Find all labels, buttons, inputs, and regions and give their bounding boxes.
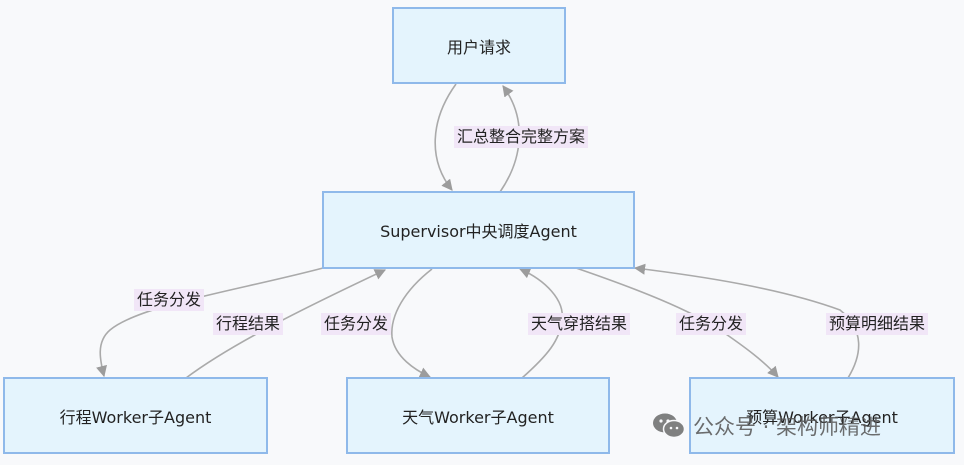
node-itinerary-worker: 行程Worker子Agent [3, 377, 268, 454]
edge-label-dispatch-budget: 任务分发 [676, 313, 747, 335]
edge-label-budget-result: 预算明细结果 [826, 313, 929, 335]
node-weather-worker: 天气Worker子Agent [346, 377, 610, 454]
edge-label-itinerary-result: 行程结果 [213, 313, 284, 335]
node-budget-worker: 预算Worker子Agent [689, 377, 955, 454]
edge-user-to-supervisor [434, 83, 457, 191]
wechat-icon [653, 413, 686, 439]
watermark: 公众号 · 架构师精进 [652, 411, 881, 441]
edge-label-dispatch-itinerary: 任务分发 [134, 289, 205, 311]
edge-label-weather-result: 天气穿搭结果 [528, 313, 631, 335]
node-user-request: 用户请求 [392, 7, 566, 84]
edge-label-summarize: 汇总整合完整方案 [454, 126, 589, 148]
edge-supervisor-to-weather [391, 268, 433, 378]
edge-budget-to-supervisor [633, 263, 860, 379]
edge-supervisor-to-itinerary [96, 267, 324, 378]
node-supervisor: Supervisor中央调度Agent [322, 191, 635, 269]
watermark-text: 公众号 · 架构师精进 [693, 415, 882, 439]
edge-label-dispatch-weather: 任务分发 [321, 313, 392, 335]
